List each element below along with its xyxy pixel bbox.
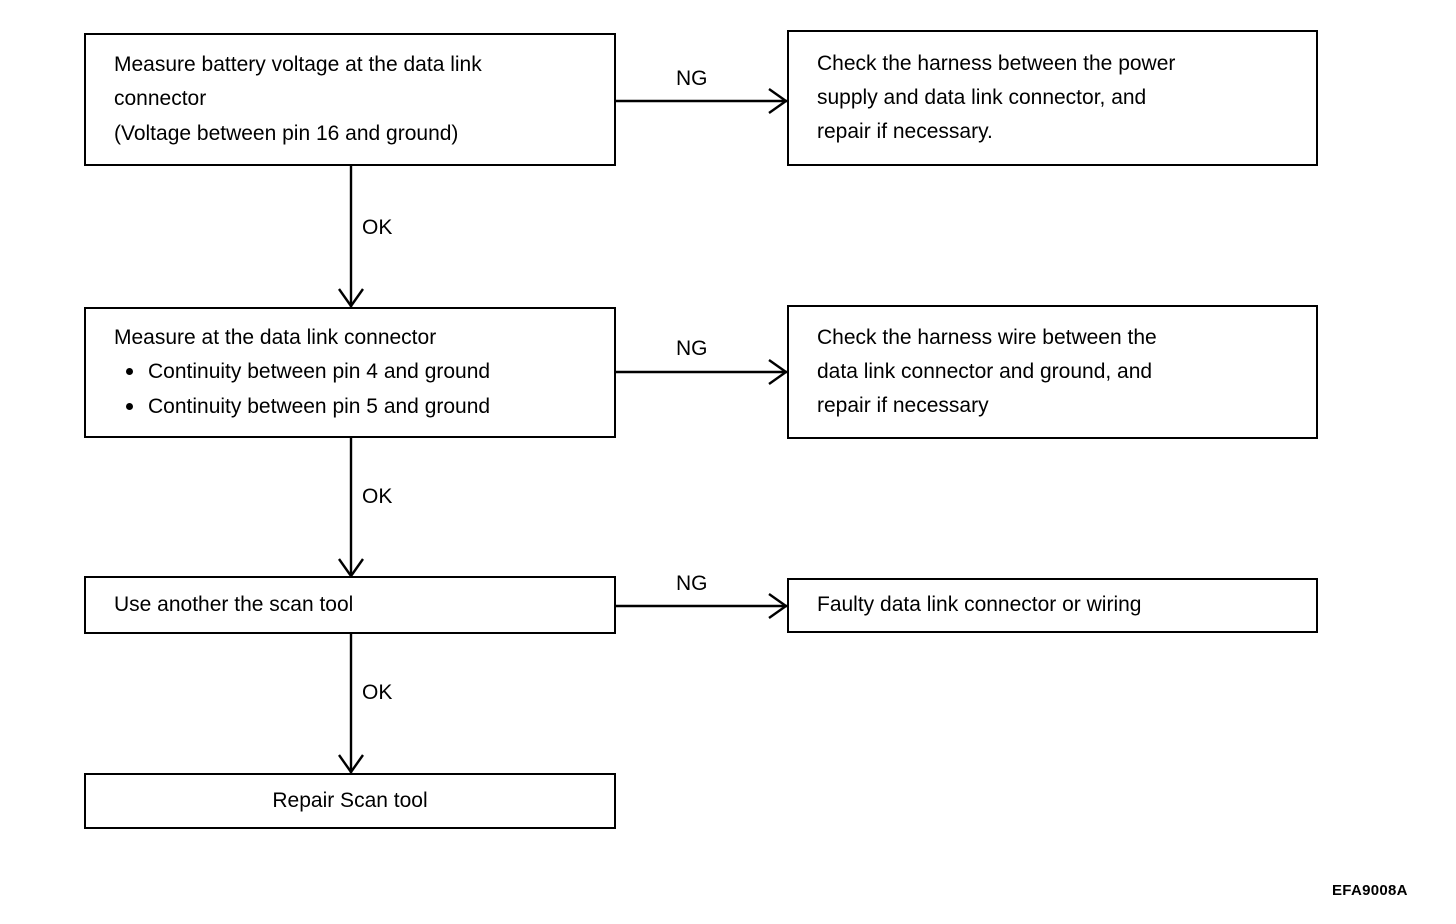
edge-label-ok-2: OK [362, 485, 393, 508]
node-step3-ng-result-text: Faulty data link connector or wiring [817, 593, 1142, 617]
edge-label-ng-3: NG [676, 572, 708, 595]
edge-ok-2 [338, 438, 364, 579]
node-step2-ng-result: Check the harness wire between the data … [787, 305, 1318, 439]
edge-ok-1 [338, 166, 364, 309]
edge-label-ok-3: OK [362, 681, 393, 704]
node-step4: Repair Scan tool [84, 773, 616, 829]
node-step2-bullet-item: Continuity between pin 4 and ground [114, 355, 614, 389]
edge-label-ng-2: NG [676, 337, 708, 360]
node-step1-ng-result-text: Check the harness between the power supp… [817, 51, 1176, 143]
node-step2-bullet-item: Continuity between pin 5 and ground [114, 390, 614, 424]
node-step2-ng-result-text: Check the harness wire between the data … [817, 325, 1157, 417]
node-step2-bullet-list: Continuity between pin 4 and ground Cont… [86, 355, 614, 423]
edge-ng-3 [616, 593, 789, 619]
edge-label-ok-1: OK [362, 216, 393, 239]
node-step1: Measure battery voltage at the data link… [84, 33, 616, 166]
edge-label-ng-1: NG [676, 67, 708, 90]
node-step1-text: Measure battery voltage at the data link… [114, 53, 482, 145]
edge-ok-3 [338, 634, 364, 775]
node-step3-ng-result: Faulty data link connector or wiring [787, 578, 1318, 633]
node-step3-text: Use another the scan tool [114, 592, 354, 616]
node-step4-text: Repair Scan tool [272, 788, 428, 812]
node-step1-ng-result: Check the harness between the power supp… [787, 30, 1318, 166]
node-step2-heading: Measure at the data link connector [114, 326, 437, 350]
figure-code: EFA9008A [1332, 882, 1408, 899]
edge-ng-2 [616, 359, 789, 385]
node-step3: Use another the scan tool [84, 576, 616, 634]
edge-ng-1 [616, 88, 789, 114]
node-step2: Measure at the data link connector Conti… [84, 307, 616, 438]
